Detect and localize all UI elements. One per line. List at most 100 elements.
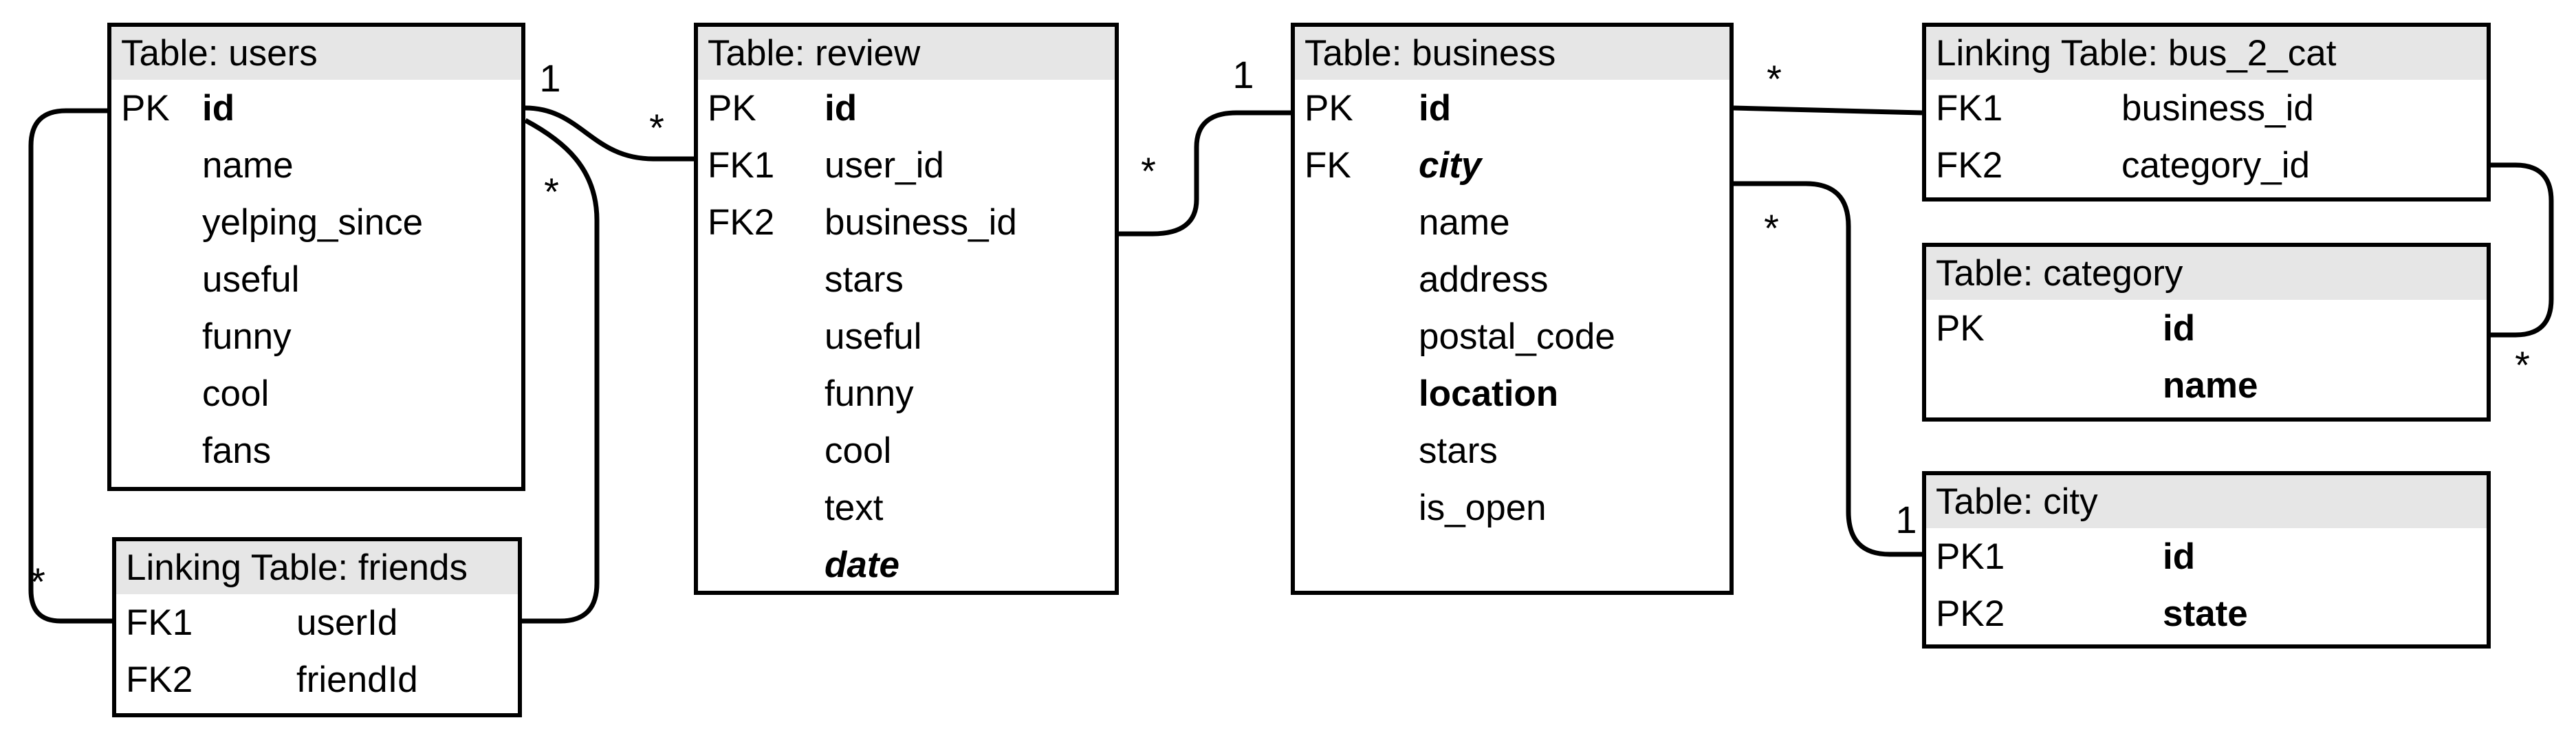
users-row-useful: useful xyxy=(111,251,521,308)
row-field: is_open xyxy=(1419,488,1547,528)
review-row-user-id: FK1 user_id xyxy=(698,137,1115,194)
row-key: PK1 xyxy=(1936,536,2005,577)
cardinality-bus2cat-category-many: * xyxy=(2515,343,2530,387)
row-field: id xyxy=(1419,88,1452,129)
row-field: date xyxy=(825,545,899,585)
review-row-text: text xyxy=(698,479,1115,536)
row-field: fans xyxy=(202,431,272,471)
connector-users-friends-right xyxy=(522,118,600,624)
table-category-header: Table: category xyxy=(1926,247,2487,300)
row-field: useful xyxy=(825,316,922,357)
connector-review-business xyxy=(1119,110,1291,237)
users-row-id: PK id xyxy=(111,80,521,137)
row-field: useful xyxy=(202,259,300,300)
table-category: Table: category PK id name xyxy=(1922,243,2491,422)
users-row-yelping-since: yelping_since xyxy=(111,194,521,251)
users-row-name: name xyxy=(111,137,521,194)
category-row-id: PK id xyxy=(1926,300,2487,357)
row-field: name xyxy=(1419,202,1510,243)
business-row-name: name xyxy=(1295,194,1729,251)
row-field: friendId xyxy=(296,660,418,700)
table-friends-header: Linking Table: friends xyxy=(116,541,518,594)
table-bus-2-cat: Linking Table: bus_2_cat FK1 business_id… xyxy=(1922,23,2491,202)
table-users: Table: users PK id name yelping_since us… xyxy=(107,23,525,491)
review-row-id: PK id xyxy=(698,80,1115,137)
row-field: funny xyxy=(202,316,292,357)
connector-bus2cat-category xyxy=(2491,162,2554,338)
row-key: FK2 xyxy=(1936,145,2003,186)
table-friends: Linking Table: friends FK1 userId FK2 fr… xyxy=(112,537,522,717)
business-row-city: FK city xyxy=(1295,137,1729,194)
row-key: FK1 xyxy=(126,602,193,643)
row-key: PK xyxy=(1305,88,1353,129)
city-row-state: PK2 state xyxy=(1926,585,2487,642)
row-field: stars xyxy=(1419,431,1498,471)
connector-users-friends-left xyxy=(28,108,112,624)
friends-row-userid: FK1 userId xyxy=(116,594,518,651)
category-row-name: name xyxy=(1926,357,2487,414)
row-key: FK2 xyxy=(708,202,775,243)
review-row-cool: cool xyxy=(698,422,1115,479)
cardinality-business-bus2cat-many: * xyxy=(1767,57,1782,100)
cardinality-business-city-many: * xyxy=(1764,206,1779,250)
row-field: text xyxy=(825,488,884,528)
cardinality-users-review-one: 1 xyxy=(539,56,560,100)
bus-2-cat-row-category-id: FK2 category_id xyxy=(1926,137,2487,194)
row-field: location xyxy=(1419,373,1559,414)
row-key: FK1 xyxy=(1936,88,2003,129)
row-field: userId xyxy=(296,602,398,643)
table-business: Table: business PK id FK city name addre… xyxy=(1291,23,1734,595)
row-key: PK xyxy=(708,88,756,129)
review-row-useful: useful xyxy=(698,308,1115,365)
cardinality-business-city-one: 1 xyxy=(1895,498,1917,541)
city-row-id: PK1 id xyxy=(1926,528,2487,585)
connector-users-review xyxy=(525,105,694,162)
row-field: id xyxy=(2163,308,2196,349)
friends-row-friendid: FK2 friendId xyxy=(116,651,518,708)
row-field: id xyxy=(825,88,858,129)
table-users-header: Table: users xyxy=(111,27,521,80)
business-row-address: address xyxy=(1295,251,1729,308)
table-review: Table: review PK id FK1 user_id FK2 busi… xyxy=(694,23,1119,595)
row-key: FK xyxy=(1305,145,1351,186)
review-row-funny: funny xyxy=(698,365,1115,422)
table-business-header: Table: business xyxy=(1295,27,1729,80)
cardinality-users-review-many: * xyxy=(649,106,664,149)
review-row-business-id: FK2 business_id xyxy=(698,194,1115,251)
cardinality-review-business-many: * xyxy=(1141,149,1156,193)
row-field: user_id xyxy=(825,145,944,186)
business-row-postal-code: postal_code xyxy=(1295,308,1729,365)
row-field: funny xyxy=(825,373,914,414)
row-field: id xyxy=(2163,536,2196,577)
row-field: cool xyxy=(825,431,892,471)
table-bus-2-cat-header: Linking Table: bus_2_cat xyxy=(1926,27,2487,80)
cardinality-users-friends-right-many: * xyxy=(544,170,559,213)
row-key: PK2 xyxy=(1936,594,2005,634)
row-field: cool xyxy=(202,373,270,414)
table-review-header: Table: review xyxy=(698,27,1115,80)
row-key: FK2 xyxy=(126,660,193,700)
bus-2-cat-row-business-id: FK1 business_id xyxy=(1926,80,2487,137)
review-row-stars: stars xyxy=(698,251,1115,308)
row-field: state xyxy=(2163,594,2248,634)
review-row-date: date xyxy=(698,536,1115,594)
row-field: city xyxy=(1419,145,1482,186)
business-row-is-open: is_open xyxy=(1295,479,1729,536)
row-key: PK xyxy=(1936,308,1985,349)
users-row-fans: fans xyxy=(111,422,521,479)
row-field: name xyxy=(202,145,294,186)
row-field: business_id xyxy=(2121,88,2314,129)
users-row-cool: cool xyxy=(111,365,521,422)
table-city-header: Table: city xyxy=(1926,475,2487,528)
row-field: id xyxy=(202,88,235,129)
connector-business-city xyxy=(1734,181,1922,557)
connector-business-bus2cat xyxy=(1733,105,1923,116)
business-row-id: PK id xyxy=(1295,80,1729,137)
users-row-funny: funny xyxy=(111,308,521,365)
row-key: PK xyxy=(121,88,170,129)
business-row-stars: stars xyxy=(1295,422,1729,479)
row-key: FK1 xyxy=(708,145,775,186)
row-field: stars xyxy=(825,259,904,300)
business-row-location: location xyxy=(1295,365,1729,422)
